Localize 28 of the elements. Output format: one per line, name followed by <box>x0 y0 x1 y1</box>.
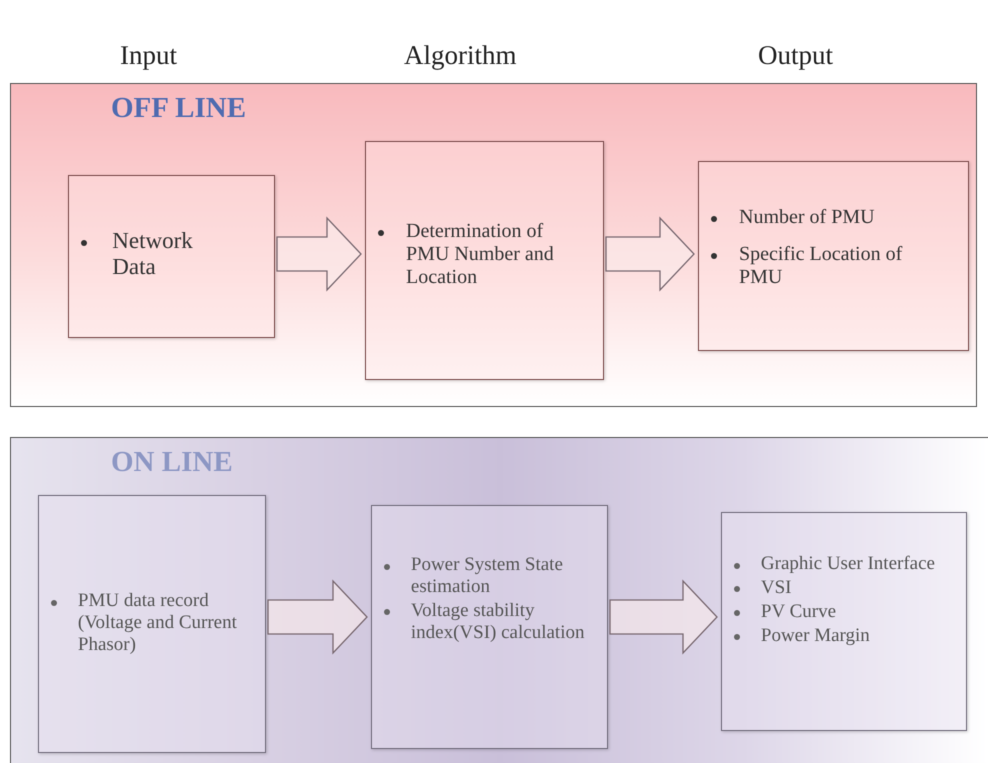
bullet-item: PMU data record (Voltage and Current Phasor) <box>78 590 238 656</box>
block-arrow <box>609 579 718 655</box>
section-title: ON LINE <box>111 446 233 479</box>
process-box <box>68 175 275 338</box>
block-arrow <box>276 216 362 292</box>
bullet-item: Power System State estimation <box>410 554 564 598</box>
block-arrow <box>605 216 695 292</box>
section-panel <box>10 437 988 763</box>
process-box <box>721 512 967 731</box>
column-heading: Algorithm <box>404 40 516 71</box>
process-box <box>38 495 266 753</box>
bullet-item: Power Margin <box>760 624 870 646</box>
bullet-item: Specific Location of PMU <box>739 243 904 289</box>
bullet-item: Voltage stability index(VSI) calculation <box>410 600 586 644</box>
process-box <box>371 505 608 749</box>
process-box <box>365 141 604 380</box>
column-heading: Input <box>120 40 177 71</box>
bullet-item: PV Curve <box>760 600 836 623</box>
column-heading: Output <box>758 40 834 71</box>
bullet-item: VSI <box>760 576 792 599</box>
block-arrow <box>267 579 368 655</box>
bullet-item: Graphic User Interface <box>760 553 935 575</box>
section-panel <box>10 83 977 407</box>
process-box <box>698 161 969 351</box>
section-title: OFF LINE <box>111 92 246 125</box>
bullet-item: Number of PMU <box>739 206 875 229</box>
bullet-item: Determination of PMU Number and Location <box>406 220 555 289</box>
bullet-item: Network Data <box>112 228 194 281</box>
